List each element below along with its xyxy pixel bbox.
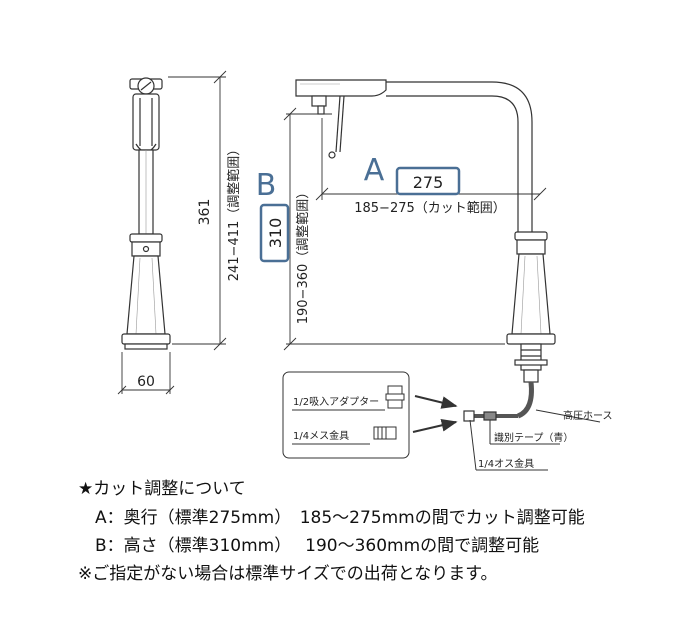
front-dimensions	[283, 107, 547, 351]
note-height: B：高さ（標準310mm） 190〜360mmの間で調整可能	[78, 536, 540, 556]
label-b: B	[256, 168, 277, 203]
part-male-fitting: 1/4オス金具	[478, 457, 534, 470]
dim-361: 361	[197, 199, 213, 226]
dim-310-box: 310	[266, 218, 285, 249]
side-view	[121, 77, 171, 350]
part-hose: 高圧ホース	[563, 409, 613, 422]
note-depth: A：奥行（標準275mm） 185〜275mmの間でカット調整可能	[78, 508, 585, 528]
side-dimensions	[117, 70, 227, 395]
highlight-b: 310 B	[256, 168, 290, 263]
parts-inset	[282, 371, 601, 471]
part-female-fitting: 1/4メス金具	[293, 429, 349, 442]
notes-title: ★カット調整について	[78, 479, 246, 499]
dim-241-411: 241−411（調整範囲）	[227, 143, 242, 282]
highlight-a: 275 A	[364, 153, 461, 196]
dim-60: 60	[137, 374, 155, 390]
part-adapter: 1/2吸入アダプター	[293, 395, 379, 408]
dim-190-360: 190−360（調整範囲）	[296, 186, 311, 325]
note-default: ※ご指定がない場合は標準サイズでの出荷となります。	[78, 564, 498, 584]
part-tape: 識別テープ（青）	[494, 431, 573, 444]
label-a: A	[364, 153, 385, 188]
dim-275-box: 275	[413, 173, 444, 192]
dim-185-275: 185−275（カット範囲）	[354, 201, 506, 216]
front-view	[295, 79, 556, 422]
